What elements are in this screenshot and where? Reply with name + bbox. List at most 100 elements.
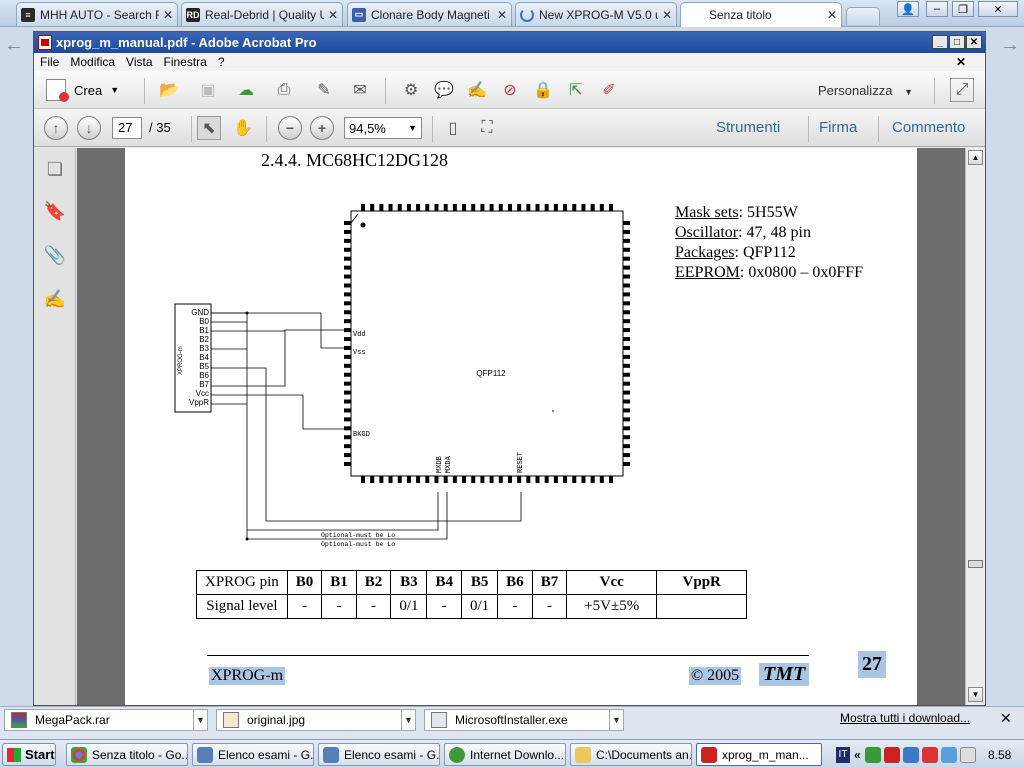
- show-all-downloads-link[interactable]: Mostra tutti i download...: [840, 711, 971, 725]
- volume-icon[interactable]: [959, 746, 976, 763]
- menu-modifica[interactable]: Modifica: [70, 55, 116, 69]
- taskbar-item-elenco-2[interactable]: Elenco esami - G...: [318, 743, 440, 766]
- chip-pin: [344, 408, 351, 413]
- chip-pin: [623, 238, 630, 243]
- network-icon[interactable]: [902, 746, 919, 763]
- commento-link[interactable]: Commento: [892, 119, 966, 136]
- chip-pin: [416, 476, 421, 483]
- scroll-down-icon[interactable]: ▼: [968, 687, 983, 702]
- minimize-button[interactable]: _: [932, 35, 948, 49]
- vertical-scrollbar[interactable]: ▲ ▼: [965, 148, 985, 705]
- scroll-thumb[interactable]: [968, 560, 983, 568]
- menu-help[interactable]: ?: [217, 55, 225, 69]
- delete-page-icon[interactable]: ⊘: [503, 82, 517, 99]
- back-arrow-icon[interactable]: ←: [4, 34, 24, 56]
- chrome-icon: [71, 746, 87, 763]
- download-item[interactable]: original.jpg ▼: [216, 709, 416, 731]
- hand-tool-icon[interactable]: ✋: [233, 120, 253, 137]
- page-view-icon[interactable]: ▯: [448, 120, 458, 137]
- download-tray-icon[interactable]: [864, 746, 881, 763]
- chip-pin: [623, 363, 630, 368]
- page-number-input[interactable]: 27: [112, 117, 142, 139]
- comment-icon[interactable]: 💬: [434, 82, 454, 99]
- chevron-down-icon[interactable]: ▼: [193, 710, 207, 730]
- user-icon[interactable]: 👤: [897, 1, 919, 17]
- forward-arrow-icon[interactable]: →: [1000, 34, 1020, 56]
- edit-document-icon[interactable]: ✎: [317, 82, 331, 99]
- browser-tab-clonare[interactable]: ▭ Clonare Body Magneti M ✕: [347, 2, 512, 26]
- crea-button[interactable]: Crea ▼: [46, 79, 119, 102]
- chip-pin: [344, 426, 351, 431]
- close-icon[interactable]: ✕: [496, 7, 507, 22]
- taskbar-item-chrome[interactable]: Senza titolo - Go...: [66, 743, 188, 766]
- browser-tab-xprog[interactable]: New XPROG-M V5.0 use ✕: [515, 2, 677, 26]
- email-icon[interactable]: ✉: [353, 82, 367, 99]
- chip-pin: [361, 476, 365, 483]
- close-icon[interactable]: ✕: [162, 7, 173, 22]
- chevron-down-icon[interactable]: ▼: [401, 710, 415, 730]
- menu-finestra[interactable]: Finestra: [163, 55, 207, 69]
- maximize-button[interactable]: □: [949, 35, 965, 49]
- highlight-icon[interactable]: ✍: [467, 82, 487, 99]
- bookmark-icon[interactable]: 🔖: [43, 200, 67, 221]
- close-window-button[interactable]: ✕: [978, 1, 1018, 17]
- menu-vista[interactable]: Vista: [126, 55, 153, 69]
- download-item[interactable]: MegaPack.rar ▼: [4, 709, 208, 731]
- strumenti-link[interactable]: Strumenti: [716, 119, 781, 136]
- browser-tab-senza-titolo[interactable]: Senza titolo ✕: [680, 2, 842, 27]
- open-folder-icon[interactable]: 📂: [159, 82, 179, 99]
- close-document-icon[interactable]: ✕: [955, 55, 966, 69]
- page-total: / 35: [149, 120, 171, 135]
- restore-button[interactable]: ❐: [952, 1, 974, 17]
- zoom-in-button[interactable]: +: [310, 116, 334, 140]
- menu-file[interactable]: File: [40, 55, 60, 69]
- previous-page-button[interactable]: ↑: [44, 116, 68, 140]
- export-icon[interactable]: ⇱: [569, 82, 583, 99]
- zoom-select[interactable]: 94,5% ▼: [344, 117, 422, 139]
- close-icon[interactable]: ✕: [1000, 710, 1012, 726]
- close-icon[interactable]: ✕: [327, 7, 338, 22]
- start-button[interactable]: Start: [2, 743, 56, 766]
- attachment-icon[interactable]: 📎: [43, 244, 67, 265]
- download-item[interactable]: MicrosoftInstaller.exe ▼: [424, 709, 624, 731]
- chip-pin: [388, 476, 393, 483]
- print-icon[interactable]: ⎙: [277, 81, 291, 98]
- taskbar-item-acrobat[interactable]: xprog_m_man...: [696, 743, 822, 766]
- close-icon[interactable]: ✕: [661, 7, 672, 22]
- personalizza-dropdown[interactable]: Personalizza ▼: [818, 83, 913, 98]
- select-cursor-icon[interactable]: ⬉: [197, 116, 221, 140]
- firma-link[interactable]: Firma: [819, 119, 858, 136]
- next-page-button[interactable]: ↓: [77, 116, 101, 140]
- save-icon[interactable]: ▣: [200, 82, 216, 99]
- signature-icon[interactable]: ✍: [43, 288, 67, 309]
- new-tab-button[interactable]: [846, 7, 880, 25]
- taskbar-item-elenco-1[interactable]: Elenco esami - G...: [192, 743, 314, 766]
- close-button[interactable]: ✕: [966, 35, 982, 49]
- minimize-button[interactable]: –: [926, 1, 948, 17]
- footer-brand: TMT: [759, 663, 810, 686]
- chip-pin: [623, 247, 630, 252]
- table-cell: B7: [531, 570, 568, 595]
- display-icon[interactable]: [940, 746, 957, 763]
- gear-icon[interactable]: ⚙: [403, 82, 419, 99]
- upload-cloud-icon[interactable]: ☁: [238, 82, 254, 99]
- browser-tab-realdebrid[interactable]: RD Real-Debrid | Quality U ✕: [181, 2, 343, 26]
- pdf-tray-icon[interactable]: [883, 746, 900, 763]
- browser-tab-mhh[interactable]: ≡ MHH AUTO - Search Re ✕: [16, 2, 178, 26]
- language-indicator[interactable]: IT: [836, 746, 850, 763]
- chip-pin: [344, 247, 351, 252]
- pages-thumbnail-icon[interactable]: ❏: [46, 158, 64, 179]
- fit-page-icon[interactable]: ⛶: [481, 119, 493, 136]
- zoom-out-button[interactable]: −: [278, 116, 302, 140]
- taskbar-item-explorer[interactable]: C:\Documents an...: [570, 743, 692, 766]
- secure-document-icon[interactable]: 🔒: [533, 82, 553, 99]
- close-icon[interactable]: ✕: [826, 8, 837, 22]
- antivirus-icon[interactable]: [921, 746, 938, 763]
- expand-icon[interactable]: ⤢: [950, 78, 974, 102]
- taskbar-item-idm[interactable]: Internet Downlo...: [444, 743, 566, 766]
- scroll-up-icon[interactable]: ▲: [968, 150, 983, 165]
- tray-expand-icon[interactable]: «: [854, 747, 861, 762]
- chevron-down-icon[interactable]: ▼: [609, 710, 623, 730]
- sign-document-icon[interactable]: ✐: [602, 82, 616, 99]
- chip-pin: [581, 204, 586, 211]
